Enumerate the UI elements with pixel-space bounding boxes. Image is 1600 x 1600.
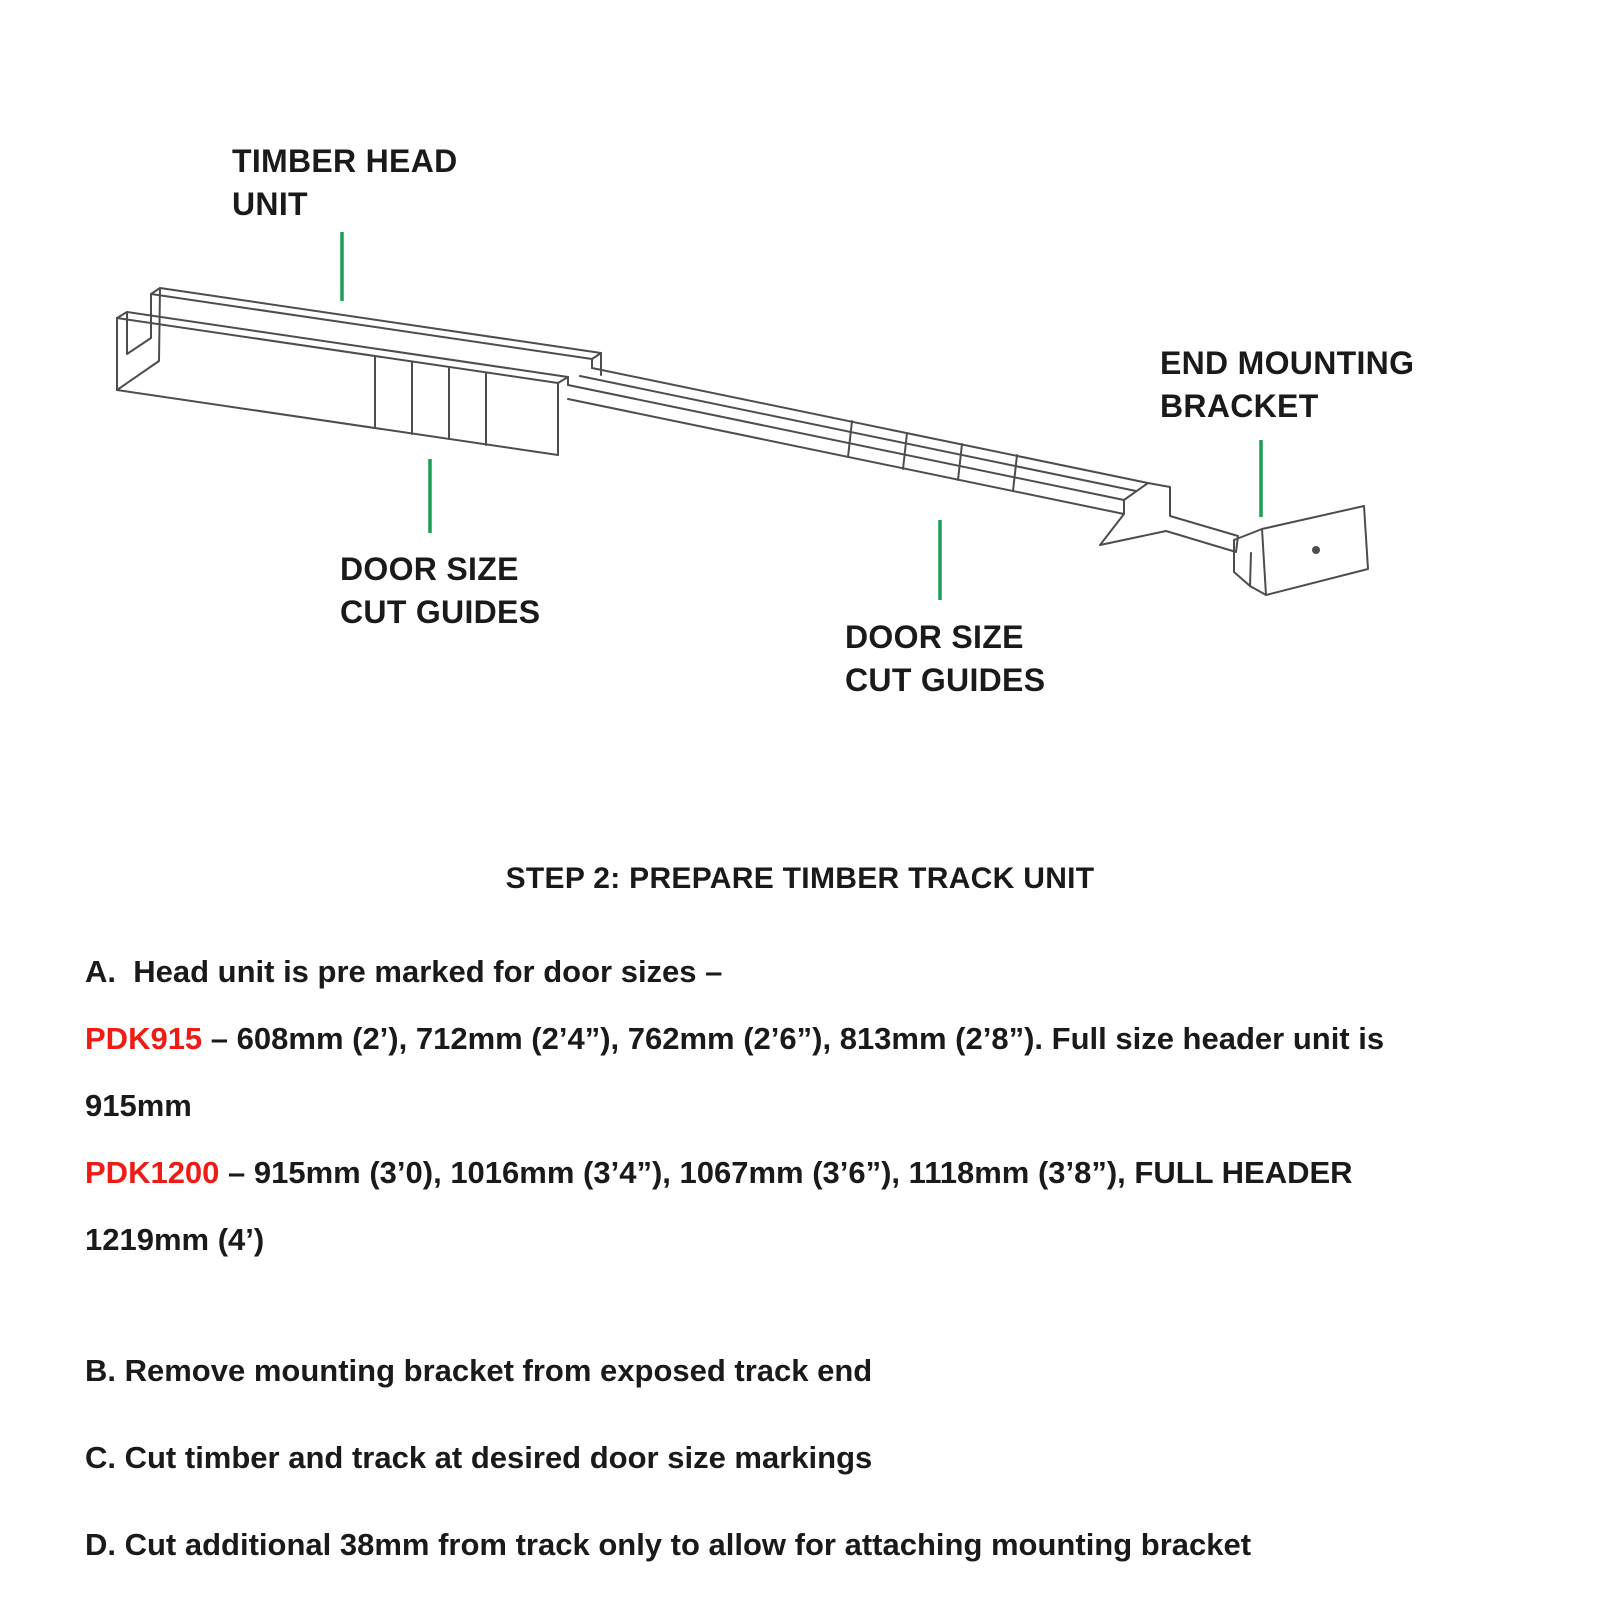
- pdk915-sizes-tail: 915mm: [85, 1088, 192, 1123]
- label-end-mounting-bracket: END MOUNTING BRACKET: [1160, 345, 1415, 424]
- label-door-size-cut-guides-right: DOOR SIZE CUT GUIDES: [845, 619, 1046, 698]
- label-door-size-cut-guides-left: DOOR SIZE CUT GUIDES: [340, 551, 541, 630]
- step-heading: STEP 2: PREPARE TIMBER TRACK UNIT: [505, 862, 1095, 895]
- leader-lines: [340, 232, 1263, 600]
- step-d: D. Cut additional 38mm from track only t…: [85, 1527, 1252, 1562]
- step-pdk1200: PDK1200 – 915mm (3’0), 1016mm (3’4”), 10…: [85, 1139, 1525, 1273]
- pdk1200-sizes-tail: 1219mm (4’): [85, 1222, 265, 1257]
- step-pdk915: PDK915 – 608mm (2’), 712mm (2’4”), 762mm…: [85, 1005, 1525, 1139]
- timber-track-drawing: [116, 287, 1369, 596]
- diagram: TIMBER HEAD UNIT END MOUNTING BRACKET DO…: [0, 0, 1600, 790]
- label-timber-head-unit: TIMBER HEAD UNIT: [232, 143, 458, 222]
- instructions: A. Head unit is pre marked for door size…: [85, 938, 1525, 1578]
- timber-track-illustration: [116, 232, 1369, 600]
- pdk1200-code: PDK1200: [85, 1155, 220, 1190]
- step-b: B. Remove mounting bracket from exposed …: [85, 1353, 873, 1388]
- pdk915-code: PDK915: [85, 1021, 203, 1056]
- bracket-screw-hole: [1312, 546, 1320, 554]
- step-a: A. Head unit is pre marked for door size…: [85, 954, 723, 989]
- pdk1200-sizes: – 915mm (3’0), 1016mm (3’4”), 1067mm (3’…: [219, 1155, 1353, 1190]
- pdk915-sizes: – 608mm (2’), 712mm (2’4”), 762mm (2’6”)…: [202, 1021, 1385, 1056]
- step-c: C. Cut timber and track at desired door …: [85, 1440, 873, 1475]
